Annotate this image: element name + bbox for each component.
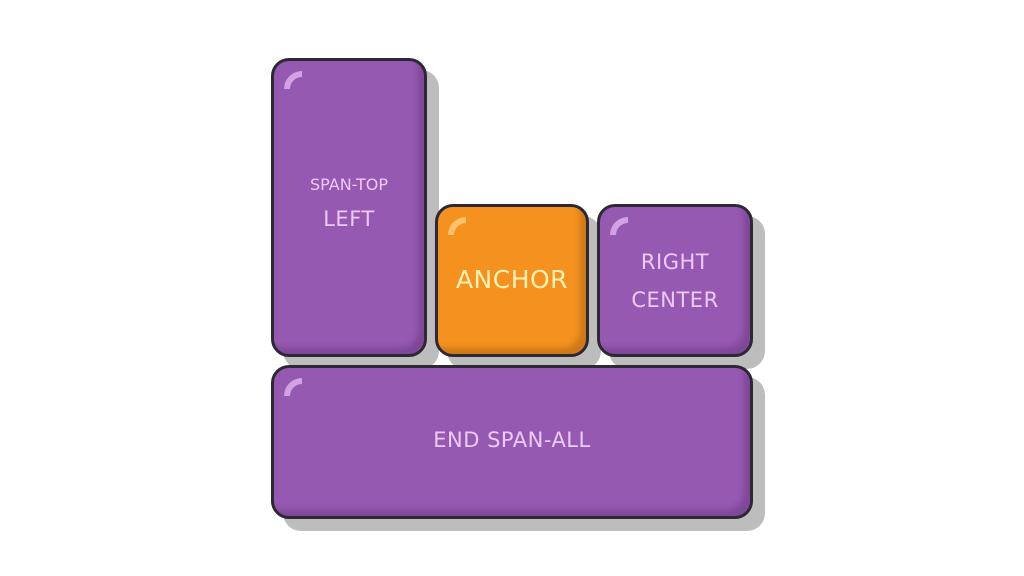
- anchor-label: ANCHOR: [455, 264, 569, 294]
- span-top-left-box: SPAN-TOP LEFT: [271, 58, 427, 357]
- gloss-highlight-icon: [284, 71, 302, 89]
- span-top-label: SPAN-TOP: [309, 174, 388, 194]
- end-span-all-label: END SPAN-ALL: [433, 428, 591, 452]
- anchor-box: ANCHOR: [435, 204, 589, 357]
- center-label: CENTER: [631, 287, 719, 312]
- end-span-all-box: END SPAN-ALL: [271, 365, 753, 519]
- gloss-highlight-icon: [448, 217, 466, 235]
- left-label: LEFT: [323, 206, 375, 231]
- right-center-box: RIGHT CENTER: [597, 204, 753, 357]
- right-label: RIGHT: [640, 249, 710, 274]
- gloss-highlight-icon: [284, 378, 302, 396]
- gloss-highlight-icon: [610, 217, 628, 235]
